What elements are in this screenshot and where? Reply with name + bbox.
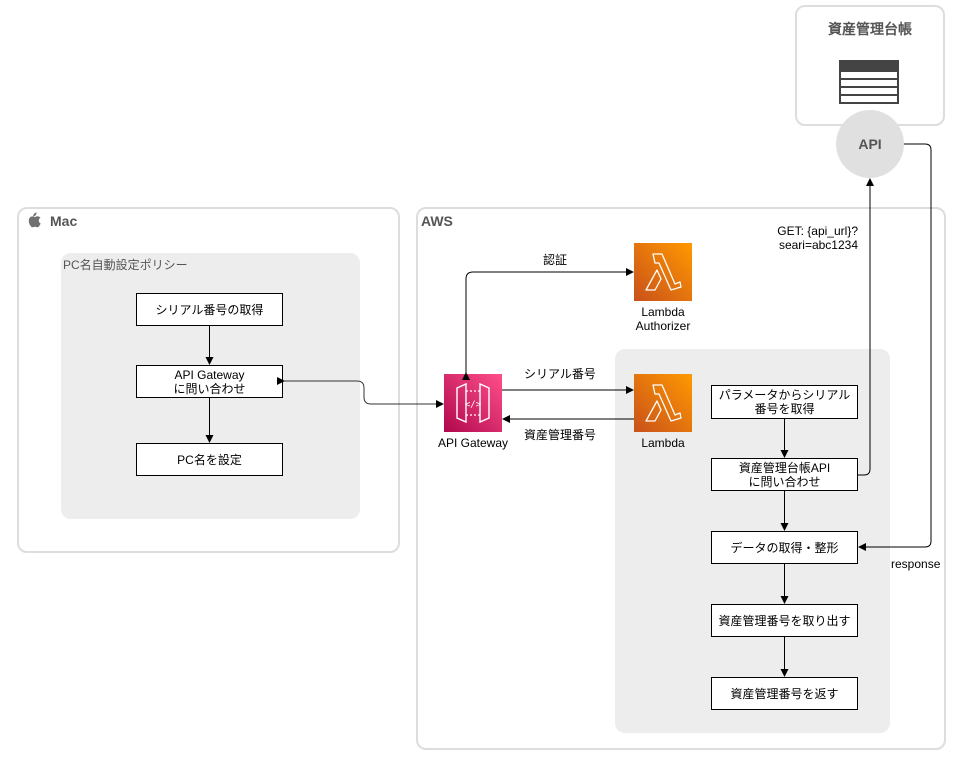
lambda-icon <box>634 243 692 301</box>
ledger-api-node[interactable]: API <box>836 110 904 178</box>
apple-icon <box>27 212 41 228</box>
step-get-serial[interactable]: シリアル番号の取得 <box>136 293 283 326</box>
step-fetch-format-data[interactable]: データの取得・整形 <box>711 531 858 564</box>
step-extract-asset-number[interactable]: 資産管理番号を取り出す <box>711 604 858 637</box>
step-get-serial-from-params[interactable]: パラメータからシリアル 番号を取得 <box>711 385 858 419</box>
table-icon <box>839 60 899 104</box>
arrow-auth <box>462 268 634 380</box>
arrow-mac-apigw <box>277 377 444 408</box>
edge-label-get-request: GET: {api_url}? seari=abc1234 <box>777 224 858 252</box>
step-set-pc-name[interactable]: PC名を設定 <box>136 443 283 476</box>
arrow-response <box>858 143 932 551</box>
lambda-node[interactable] <box>634 374 692 432</box>
svg-text:</>: </> <box>465 400 482 410</box>
edge-label-response: response <box>891 557 941 571</box>
api-gateway-icon: </> <box>444 374 502 432</box>
lambda-authorizer-label: Lambda Authorizer <box>635 305 691 333</box>
lambda-authorizer-node[interactable] <box>634 243 692 301</box>
api-gateway-label: API Gateway <box>437 436 509 450</box>
pc-name-policy-title: PC名自動設定ポリシー <box>63 258 188 272</box>
ledger-api-label: API <box>858 136 882 152</box>
lambda-label: Lambda <box>641 436 685 450</box>
edge-label-auth: 認証 <box>543 253 568 267</box>
step-return-asset-number[interactable]: 資産管理番号を返す <box>711 677 858 710</box>
edge-label-serial: シリアル番号 <box>524 367 596 381</box>
edge-label-asset-number: 資産管理番号 <box>524 428 597 442</box>
arrow-get-request <box>858 178 874 476</box>
aws-title: AWS <box>421 213 453 229</box>
step-query-ledger-api[interactable]: 資産管理台帳API に問い合わせ <box>711 458 858 491</box>
asset-ledger-title: 資産管理台帳 <box>828 21 912 37</box>
api-gateway-node[interactable]: </> <box>444 374 502 432</box>
asset-ledger-group: 資産管理台帳 <box>795 5 945 126</box>
mac-title: Mac <box>50 213 78 229</box>
lambda-icon <box>634 374 692 432</box>
